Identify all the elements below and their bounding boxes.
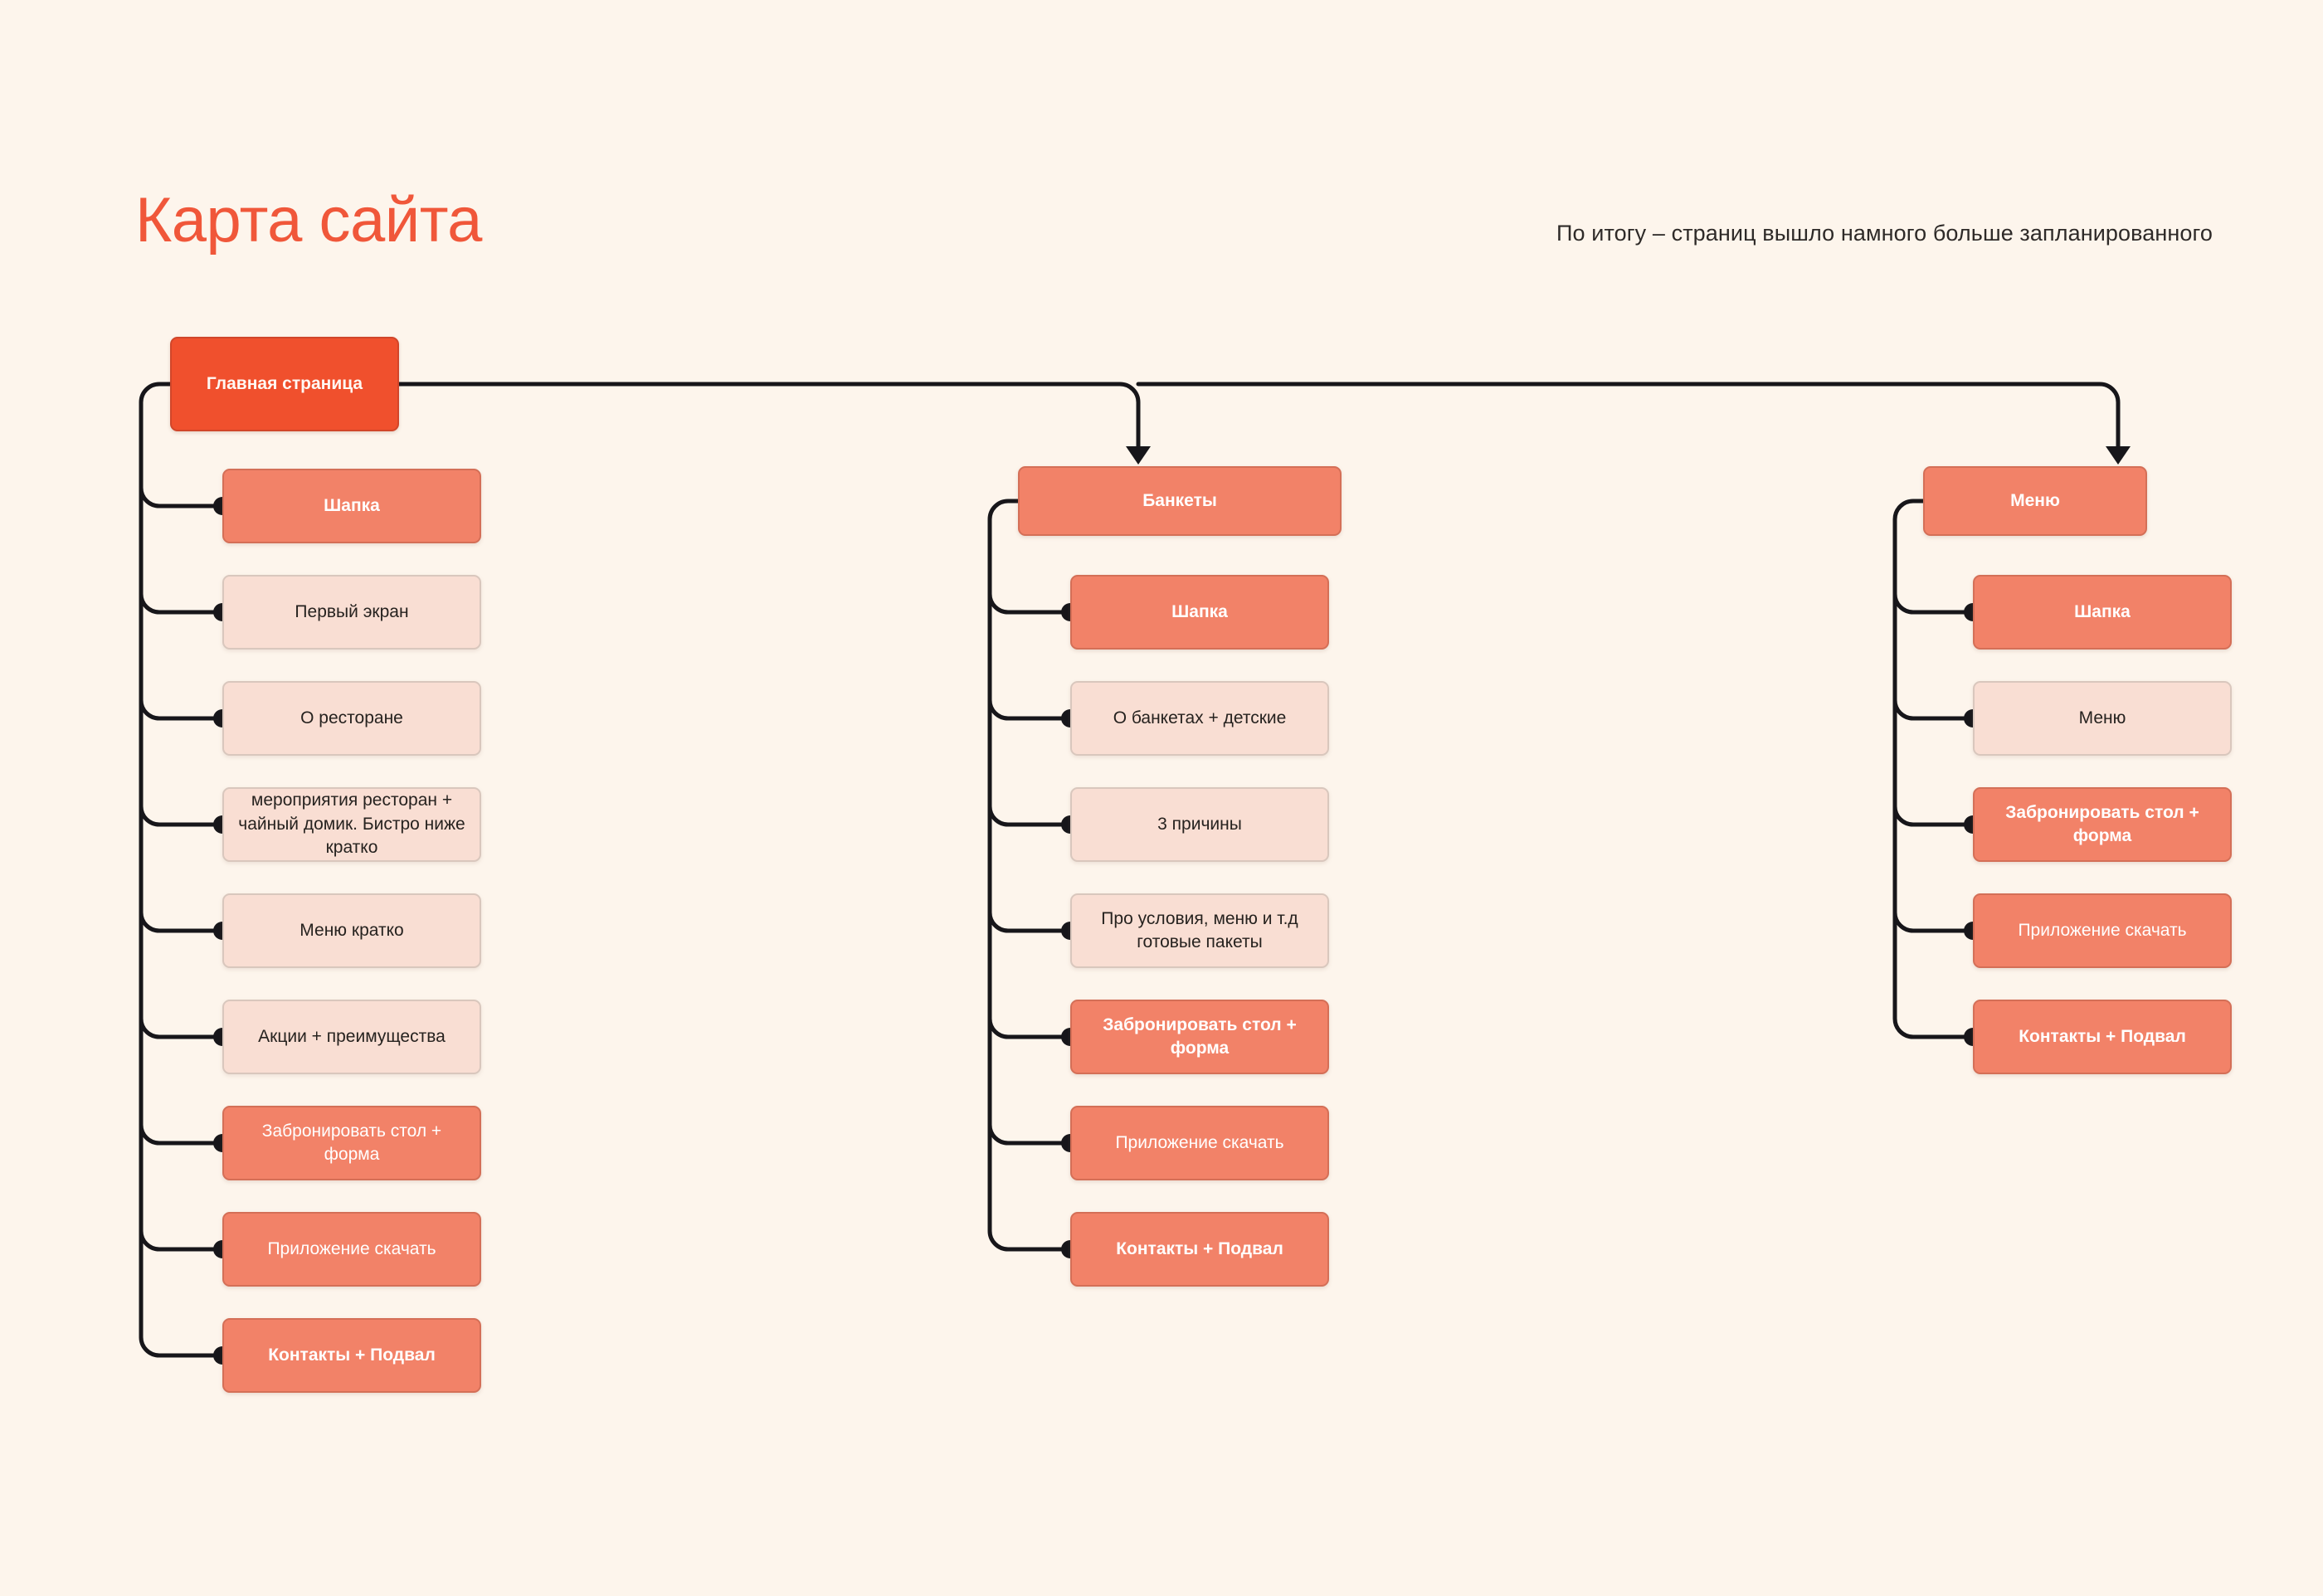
node-branch-banquets-о-банкетах-детские[interactable]: О банкетах + детские (1070, 681, 1329, 756)
node-label: Шапка (324, 495, 380, 515)
node-branch-menu-приложение-скачать[interactable]: Приложение скачать (1973, 893, 2232, 968)
connector-line (987, 591, 1073, 615)
node-label: О банкетах + детские (1113, 708, 1287, 727)
connector-line (1892, 910, 1975, 933)
connector-line (397, 382, 1141, 449)
node-branch-banquets-контакты-подвал[interactable]: Контакты + Подвал (1070, 1212, 1329, 1287)
node-branch-menu-меню[interactable]: Меню (1973, 681, 2232, 756)
connector-line (139, 698, 225, 721)
node-branch-menu-parent[interactable]: Меню (1923, 466, 2147, 536)
node-label: Приложение скачать (2018, 920, 2187, 940)
connector-line (987, 1016, 1073, 1039)
node-branch-banquets-приложение-скачать[interactable]: Приложение скачать (1070, 1106, 1329, 1180)
node-branch-home-первый-экран[interactable]: Первый экран (222, 575, 481, 650)
node-label: Главная страница (206, 373, 363, 393)
node-label: Забронировать стол + форма (2005, 802, 2199, 845)
node-label: Меню (2078, 708, 2126, 727)
node-label: мероприятия ресторан + чайный домик. Бис… (238, 791, 465, 858)
node-label: 3 причины (1157, 814, 1242, 834)
connector-line (139, 382, 225, 1358)
connector-line (987, 910, 1073, 933)
connector-line (139, 485, 225, 508)
connector-line (987, 804, 1073, 827)
connector-line (139, 591, 225, 615)
node-label: Шапка (2074, 601, 2131, 621)
node-label: Первый экран (295, 601, 409, 621)
node-label: Шапка (1171, 601, 1228, 621)
node-label: Меню кратко (300, 920, 404, 940)
node-label: Контакты + Подвал (2019, 1026, 2186, 1046)
page-subtitle: По итогу – страниц вышло намного больше … (1556, 221, 2213, 246)
node-label: Про условия, меню и т.д готовые пакеты (1101, 908, 1298, 951)
node-branch-home-акции-преимущества[interactable]: Акции + преимущества (222, 1000, 481, 1074)
connector-line (1892, 499, 1975, 1039)
node-branch-menu-шапка[interactable]: Шапка (1973, 575, 2232, 650)
node-branch-home-приложение-скачать[interactable]: Приложение скачать (222, 1212, 481, 1287)
arrow-head (2106, 446, 2131, 465)
node-branch-menu-забронировать-стол-форма[interactable]: Забронировать стол + форма (1973, 787, 2232, 862)
node-label: Меню (2010, 490, 2060, 510)
node-label: Контакты + Подвал (1116, 1238, 1283, 1258)
connector-line (139, 1016, 225, 1039)
connector-line (139, 804, 225, 827)
node-label: Акции + преимущества (258, 1026, 446, 1046)
node-label: Приложение скачать (267, 1238, 436, 1258)
connector-line (1892, 804, 1975, 827)
node-label: Банкеты (1142, 490, 1217, 510)
node-branch-home-мероприятия-ресторан-чайный-домик-бистро[interactable]: мероприятия ресторан + чайный домик. Бис… (222, 787, 481, 862)
connector-line (987, 1122, 1073, 1146)
node-label: О ресторане (300, 708, 403, 727)
node-branch-home-меню-кратко[interactable]: Меню кратко (222, 893, 481, 968)
connector-line (139, 1229, 225, 1252)
connector-line (139, 910, 225, 933)
node-label: Забронировать стол + форма (261, 1121, 442, 1164)
node-branch-menu-контакты-подвал[interactable]: Контакты + Подвал (1973, 1000, 2232, 1074)
node-label: Забронировать стол + форма (1103, 1015, 1297, 1058)
node-branch-home-шапка[interactable]: Шапка (222, 469, 481, 543)
page-title: Карта сайта (135, 185, 482, 255)
connector-line (139, 1122, 225, 1146)
node-branch-banquets-3-причины[interactable]: 3 причины (1070, 787, 1329, 862)
arrow-head (1126, 446, 1151, 465)
node-branch-home-о-ресторане[interactable]: О ресторане (222, 681, 481, 756)
connector-line (987, 698, 1073, 721)
node-branch-banquets-шапка[interactable]: Шапка (1070, 575, 1329, 650)
connector-line (1892, 591, 1975, 615)
node-label: Приложение скачать (1115, 1132, 1284, 1152)
node-label: Контакты + Подвал (268, 1345, 436, 1365)
node-branch-home-забронировать-стол-форма[interactable]: Забронировать стол + форма (222, 1106, 481, 1180)
connector-line (1136, 382, 2121, 449)
node-branch-banquets-забронировать-стол-форма[interactable]: Забронировать стол + форма (1070, 1000, 1329, 1074)
connector-line (1892, 698, 1975, 721)
node-branch-home-parent[interactable]: Главная страница (170, 337, 399, 431)
node-branch-banquets-parent[interactable]: Банкеты (1018, 466, 1342, 536)
node-branch-banquets-про-условия-меню-и-т-д-готовые-пакеты[interactable]: Про условия, меню и т.д готовые пакеты (1070, 893, 1329, 968)
node-branch-home-контакты-подвал[interactable]: Контакты + Подвал (222, 1318, 481, 1393)
connector-line (987, 499, 1073, 1252)
